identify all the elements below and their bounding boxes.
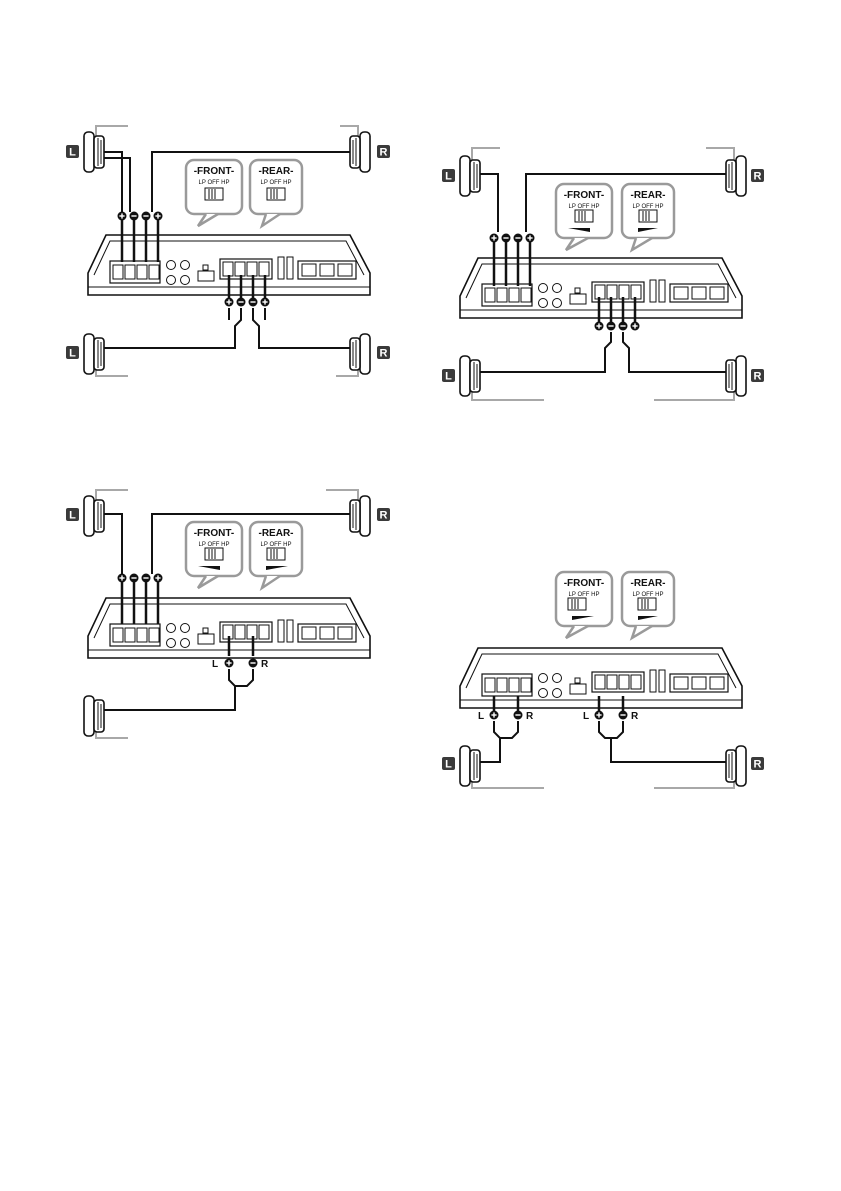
left-badge: L [442,757,455,771]
speaker-icon [726,746,746,786]
front-switch-bubble: -FRONT- LP OFF HP [556,184,612,250]
speaker-icon [84,696,104,736]
svg-text:L: L [212,659,218,670]
svg-text:-REAR-: -REAR- [259,166,294,177]
svg-text:LP OFF HP: LP OFF HP [199,542,230,548]
diagram-3: L R L R -FRONT- LP OFF HP -REAR- LP [66,490,390,738]
speaker-icon [460,156,480,196]
svg-text:R: R [526,711,534,722]
wire-grey [96,126,128,136]
svg-text:L: L [583,711,589,722]
svg-text:-FRONT-: -FRONT- [564,190,605,201]
left-badge: L [66,346,79,360]
svg-text:L: L [445,171,452,183]
svg-text:R: R [261,659,269,670]
amplifier-icon [460,648,742,708]
crossover-switch-icon [267,548,285,560]
rear-switch-bubble: -REAR- LP OFF HP [250,160,302,226]
front-switch-bubble: -FRONT- LP OFF HP [556,572,612,638]
crossover-switch-icon [639,210,657,222]
speaker-icon [350,496,370,536]
diagram-1: L R L R -FRONT- LP OFF HP [66,126,390,376]
speaker-icon [84,496,104,536]
right-badge: R [377,508,390,522]
rear-switch-bubble: -REAR- LP OFF HP [250,522,302,588]
svg-text:L: L [478,711,484,722]
crossover-switch-icon [205,188,223,200]
svg-text:LP OFF HP: LP OFF HP [569,592,600,598]
svg-text:-REAR-: -REAR- [259,528,294,539]
svg-text:LP OFF HP: LP OFF HP [569,204,600,210]
speaker-icon [726,356,746,396]
svg-text:R: R [380,147,388,159]
speaker-icon [460,746,480,786]
left-badge: L [442,369,455,383]
rear-switch-bubble: -REAR- LP OFF HP [622,572,674,638]
svg-text:R: R [754,171,762,183]
front-switch-bubble: -FRONT- LP OFF HP [186,522,242,588]
svg-text:LP OFF HP: LP OFF HP [261,180,292,186]
wire-grey [340,126,358,136]
crossover-switch-icon [638,598,656,610]
svg-text:R: R [754,371,762,383]
svg-text:R: R [380,510,388,522]
crossover-switch-icon [575,210,593,222]
rear-switch-bubble: -REAR- LP OFF HP [622,184,674,250]
right-badge: R [751,169,764,183]
right-badge: R [377,346,390,360]
svg-text:L: L [69,510,76,522]
crossover-switch-icon [267,188,285,200]
speaker-icon [350,132,370,172]
diagram-2: L R L R -FRONT- LP OFF HP -REAR [442,148,764,400]
svg-text:-FRONT-: -FRONT- [194,166,235,177]
svg-text:L: L [445,759,452,771]
svg-text:R: R [380,348,388,360]
crossover-switch-icon [568,598,586,610]
speaker-icon [726,156,746,196]
speaker-icon [350,334,370,374]
left-badge: L [442,169,455,183]
svg-text:R: R [631,711,639,722]
svg-text:L: L [69,348,76,360]
crossover-switch-icon [205,548,223,560]
svg-text:LP OFF HP: LP OFF HP [633,592,664,598]
front-switch-bubble: -FRONT- LP OFF HP [186,160,242,226]
diagram-4: L R L R L R -FRONT- LP OFF HP -REAR- [442,572,764,788]
svg-text:-REAR-: -REAR- [631,190,666,201]
right-badge: R [751,369,764,383]
svg-text:LP OFF HP: LP OFF HP [261,542,292,548]
svg-text:-REAR-: -REAR- [631,578,666,589]
svg-text:-FRONT-: -FRONT- [564,578,605,589]
svg-text:LP OFF HP: LP OFF HP [633,204,664,210]
svg-text:L: L [445,371,452,383]
right-badge: R [377,145,390,159]
left-badge: L [66,145,79,159]
svg-text:R: R [754,759,762,771]
right-badge: R [751,757,764,771]
svg-text:L: L [69,147,76,159]
speaker-icon [84,132,104,172]
svg-text:-FRONT-: -FRONT- [194,528,235,539]
speaker-icon [84,334,104,374]
speaker-icon [460,356,480,396]
amplifier-icon [460,258,742,318]
svg-text:LP OFF HP: LP OFF HP [199,180,230,186]
left-badge: L [66,508,79,522]
